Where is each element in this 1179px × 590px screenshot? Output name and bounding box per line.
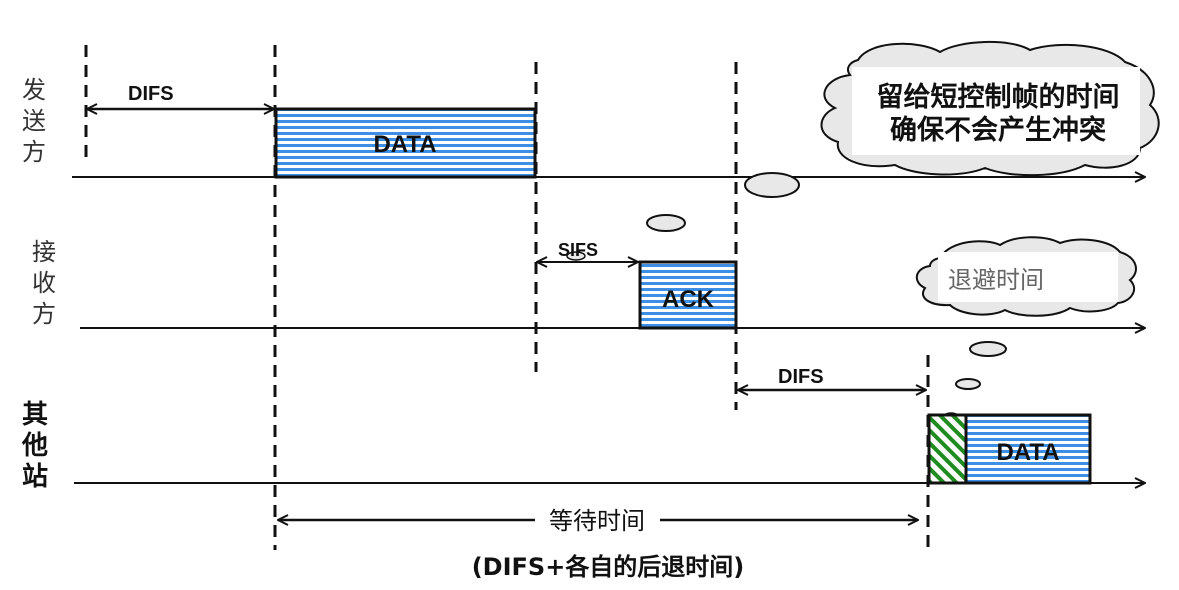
row-label-receiver: 接 收 方 <box>32 238 56 328</box>
row-label-char: 其 <box>22 400 48 430</box>
row-label-char: 接 <box>32 238 56 266</box>
sifs-label: SIFS <box>558 240 598 260</box>
thought-bubble-dot <box>955 378 981 390</box>
cloud-text-line2: 确保不会产生冲突 <box>890 114 1106 146</box>
others-data-frame <box>964 413 1092 485</box>
others-data-label: DATA <box>996 439 1059 466</box>
cloud-text-line1: 留给短控制帧的时间 <box>877 81 1120 113</box>
row-label-char: 站 <box>22 462 48 492</box>
row-label-char: 发 <box>22 76 46 104</box>
sender-data-frame <box>274 107 537 179</box>
wait-time-label: 等待时间 <box>549 507 645 535</box>
thought-bubble-dot <box>646 214 686 232</box>
row-label-others: 其 他 站 <box>21 400 48 492</box>
backoff-slot <box>927 413 968 485</box>
row-label-char: 他 <box>21 431 48 461</box>
row-label-sender: 发 送 方 <box>22 76 46 166</box>
row-label-char: 方 <box>32 300 56 328</box>
receiver-ack-frame <box>638 260 738 330</box>
row-label-char: 送 <box>22 107 46 135</box>
row-label-char: 方 <box>22 138 46 166</box>
thought-bubble-dot <box>969 341 1007 357</box>
sender-difs-label: DIFS <box>128 83 174 105</box>
ack-label: ACK <box>662 286 715 313</box>
backoff-text: 退避时间 <box>948 266 1044 294</box>
thought-bubble-dot <box>744 172 800 198</box>
cloud-callout-backoff: 退避时间 <box>915 236 1137 317</box>
others-difs-label: DIFS <box>778 366 824 388</box>
wait-time-formula: (DIFS+各自的后退时间) <box>472 553 745 581</box>
row-label-char: 收 <box>32 269 56 297</box>
sender-data-label: DATA <box>373 131 436 158</box>
cloud-callout-reserved-time: 留给短控制帧的时间 确保不会产生冲突 <box>820 41 1160 177</box>
